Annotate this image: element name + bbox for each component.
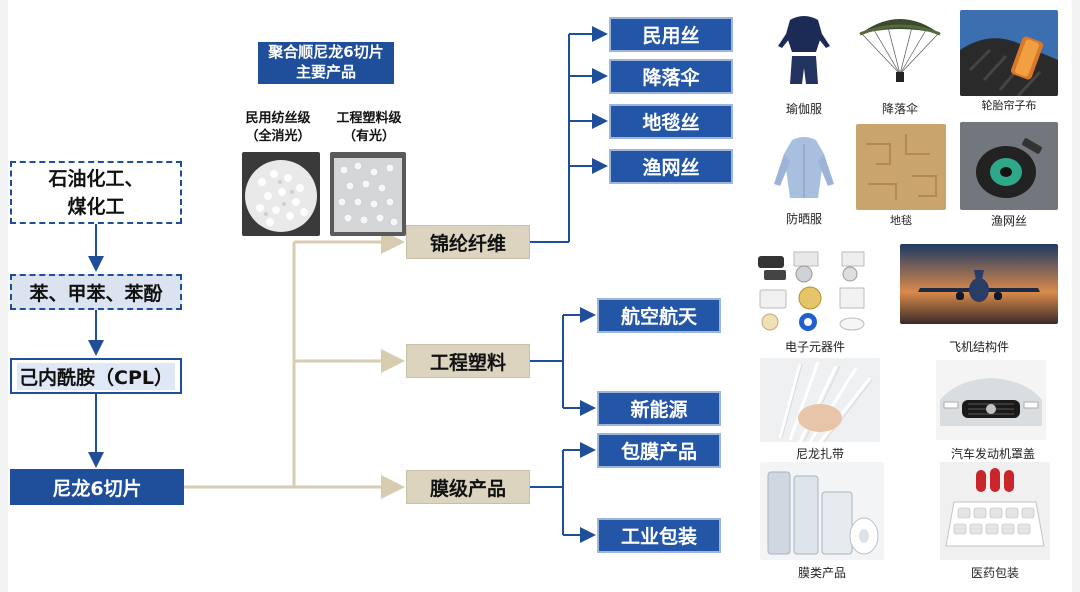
pharma-packaging-image [940,462,1050,560]
caption-carpet: 地毯 [890,214,912,227]
category-nylon-fiber: 锦纶纤维 [406,225,530,259]
product-new-energy: 新能源 [597,391,721,426]
product-civil-yarn: 民用丝 [609,17,733,52]
nylon-cable-tie-image [760,358,880,442]
category-film-products: 膜级产品 [406,470,530,504]
caption-nylon-cable-tie: 尼龙扎带 [795,447,844,461]
aircraft-structure-image [900,244,1058,324]
tire-cord-image [960,10,1058,96]
caption-yoga-wear: 瑜伽服 [785,102,822,116]
product-branches [530,26,608,543]
fishing-net-yarn-image [960,122,1058,210]
caption-engine-cover: 汽车发动机罩盖 [950,447,1035,461]
caption-tire-cord: 轮胎帘子布 [981,99,1037,112]
products-title: 聚合顺尼龙6切片 主要产品 [258,42,394,84]
engine-cover-image [936,360,1046,440]
pellets-matte-image [242,152,320,236]
category-engineering-plastic: 工程塑料 [406,344,530,378]
product-coating-film: 包膜产品 [597,433,721,468]
grade-engineering: 工程塑料级 （有光） [336,111,402,144]
caption-aircraft-structure: 飞机结构件 [948,340,1009,354]
carpet-image [856,124,946,210]
caption-electronic-components: 电子元器件 [784,340,845,354]
nylon-branches [184,230,405,499]
product-fishing-net-yarn: 渔网丝 [609,149,733,184]
chain-petrochemical: 石油化工、煤化工 [10,161,182,224]
yoga-wear-image [766,10,842,94]
product-parachute: 降落伞 [609,59,733,94]
pellets-glossy-image [330,152,406,236]
product-aerospace: 航空航天 [597,298,721,333]
caption-fishing-net-yarn: 渔网丝 [990,214,1027,228]
chain-nylon6-chip: 尼龙6切片 [10,469,184,505]
electronic-components-image [750,244,880,334]
diagram-canvas: 聚合顺尼龙6切片 主要产品 民用纺丝级 （全消光） 工程塑料级 （有光） [8,0,1072,592]
connector-lines [88,26,608,543]
grade-civil: 民用纺丝级 （全消光） [245,111,311,144]
caption-pharma-packaging: 医药包装 [970,566,1019,580]
chain-caprolactam: 己内酰胺（CPL） [10,358,182,394]
film-products-image [760,462,884,560]
caption-film-products: 膜类产品 [797,566,846,580]
caption-parachute: 降落伞 [881,102,918,116]
caption-sun-protection-wear: 防晒服 [785,212,822,226]
parachute-image [854,10,946,96]
product-carpet-yarn: 地毯丝 [609,104,733,139]
chain-benzene: 苯、甲苯、苯酚 [10,274,182,310]
product-industrial-packaging: 工业包装 [597,518,721,553]
sun-protection-wear-image [766,132,842,204]
